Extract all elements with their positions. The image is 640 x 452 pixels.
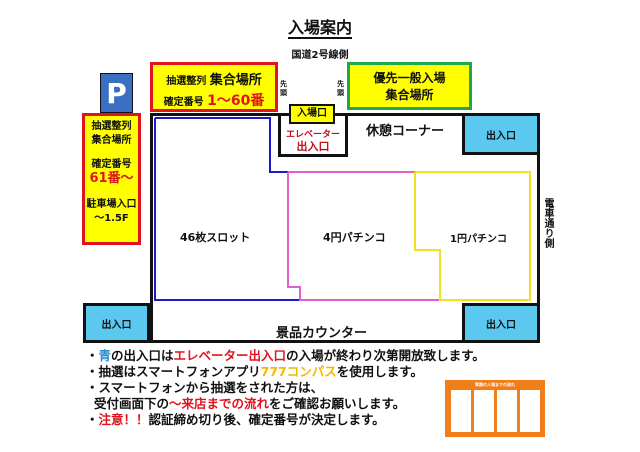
label: 抽選整列 xyxy=(91,121,132,132)
label: 確定番号 xyxy=(91,159,132,170)
exit-top-right[interactable]: 出入口 xyxy=(462,113,540,155)
parking-icon: P xyxy=(100,73,133,113)
head-label-left: 先頭 xyxy=(280,80,287,97)
label: 集合場所 xyxy=(91,135,132,146)
label: 抽選整列 xyxy=(166,76,207,87)
priority-meeting-box: 優先一般入場 集合場所 xyxy=(347,62,472,110)
label: 駐車場入口 xyxy=(86,199,137,210)
label: 優先一般入場 xyxy=(373,71,446,85)
label: 集合場所 xyxy=(385,88,434,102)
prize-counter-label: 景品カウンター xyxy=(276,326,368,341)
phone-step-icon xyxy=(473,390,494,432)
exit-bottom-left[interactable]: 出入口 xyxy=(83,303,150,343)
notes: ・青の出入口はエレベーター出入口の入場が終わり次第開放致します。 ・抽選はスマー… xyxy=(86,348,485,428)
phone-step-icon xyxy=(496,390,517,432)
label: 集合場所 xyxy=(209,73,262,88)
p1-zone-label: 1円パチンコ xyxy=(450,234,507,245)
label: 確定番号 xyxy=(163,97,204,108)
page-title: 入場案内 xyxy=(287,18,352,39)
road-right-label: 電車通り側 xyxy=(542,198,553,248)
entrance-box: 入場口 xyxy=(289,104,335,124)
road-top-label: 国道2号線側 xyxy=(291,50,349,61)
phone-step-icon xyxy=(450,390,471,432)
flow-image-title: 実際の入場までの流れ xyxy=(475,382,515,387)
note-2: ・抽選はスマートフォンアプリ777コンパスを使用します。 xyxy=(86,364,423,379)
number-range: 1～60番 xyxy=(207,93,265,109)
note-1: ・青の出入口はエレベーター出入口の入場が終わり次第開放致します。 xyxy=(86,348,485,363)
number-range: 61番～ xyxy=(89,171,134,186)
lottery-meeting-box: 抽選整列 集合場所 確定番号 1～60番 xyxy=(150,62,278,112)
note-4: 受付画面下の～来店までの流れをご確認お願いします。 xyxy=(94,396,406,411)
label: エレベーター xyxy=(285,130,340,140)
label: ～1.5F xyxy=(94,213,129,224)
head-label-right: 先頭 xyxy=(337,80,344,97)
exit-bottom-right[interactable]: 出入口 xyxy=(462,303,540,343)
rest-area-label: 休憩コーナー xyxy=(366,124,445,139)
label: 出入口 xyxy=(296,140,330,153)
left-meeting-box: 抽選整列 集合場所 確定番号 61番～ 駐車場入口 ～1.5F xyxy=(82,113,141,245)
slot-zone-label: 46枚スロット xyxy=(180,231,251,244)
note-5: ・注意！！認証締め切り後、確定番号が決定します。 xyxy=(86,412,385,427)
note-3: ・スマートフォンから抽選をされた方は、 xyxy=(86,380,324,395)
p4-zone-label: 4円パチンコ xyxy=(323,231,386,244)
flow-image: 実際の入場までの流れ xyxy=(445,380,545,437)
p1-zone-outline xyxy=(414,171,531,301)
phone-step-icon xyxy=(519,390,540,432)
